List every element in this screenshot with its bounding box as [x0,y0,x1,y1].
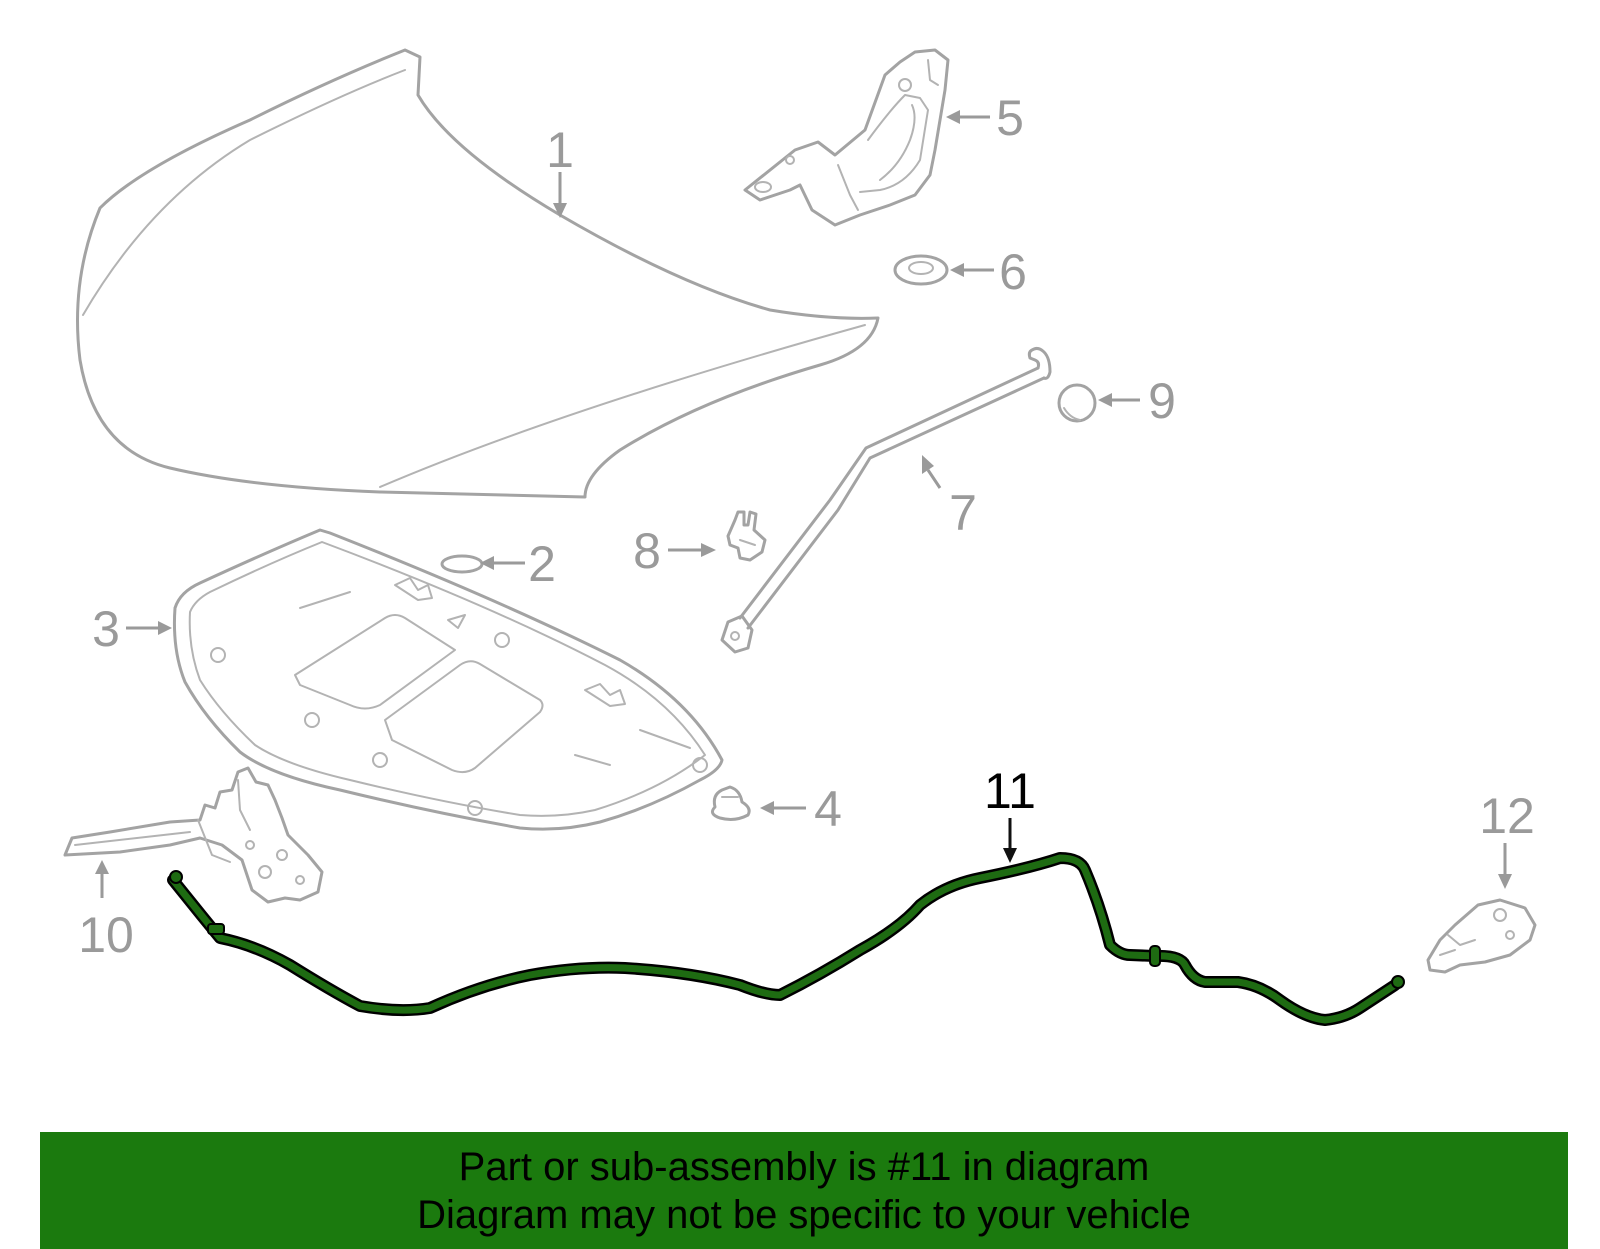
hinge-washer [893,254,949,286]
insulator-clip [710,785,751,821]
callout-9: 9 [1148,373,1176,429]
banner-line-part-number: Part or sub-assembly is #11 in diagram [458,1144,1150,1189]
callout-10: 10 [78,907,134,963]
callout-7: 7 [949,485,977,541]
callout-5: 5 [996,90,1024,146]
callout-11: 11 [984,763,1036,819]
callout-6: 6 [999,244,1027,300]
callout-2: 2 [528,536,556,592]
hood-prop-rod [720,346,1052,654]
callout-3: 3 [92,601,120,657]
hood-release-handle [1426,898,1537,974]
hood-latch [63,766,324,904]
callout-leaders [95,110,1512,898]
hood-release-cable [167,852,1405,1026]
callout-12: 12 [1479,788,1535,844]
callout-1: 1 [546,122,574,178]
prop-rod-holder [726,510,767,562]
info-banner: Part or sub-assembly is #11 in diagram D… [40,1132,1568,1249]
hood-grommet [440,554,484,574]
callout-4: 4 [814,781,842,837]
hood-plug [1057,383,1097,423]
callout-8: 8 [633,523,661,579]
hood-insulator [172,528,724,831]
hood-panel [76,48,880,499]
banner-line-disclaimer: Diagram may not be specific to your vehi… [417,1192,1191,1237]
hood-hinge [743,48,950,227]
